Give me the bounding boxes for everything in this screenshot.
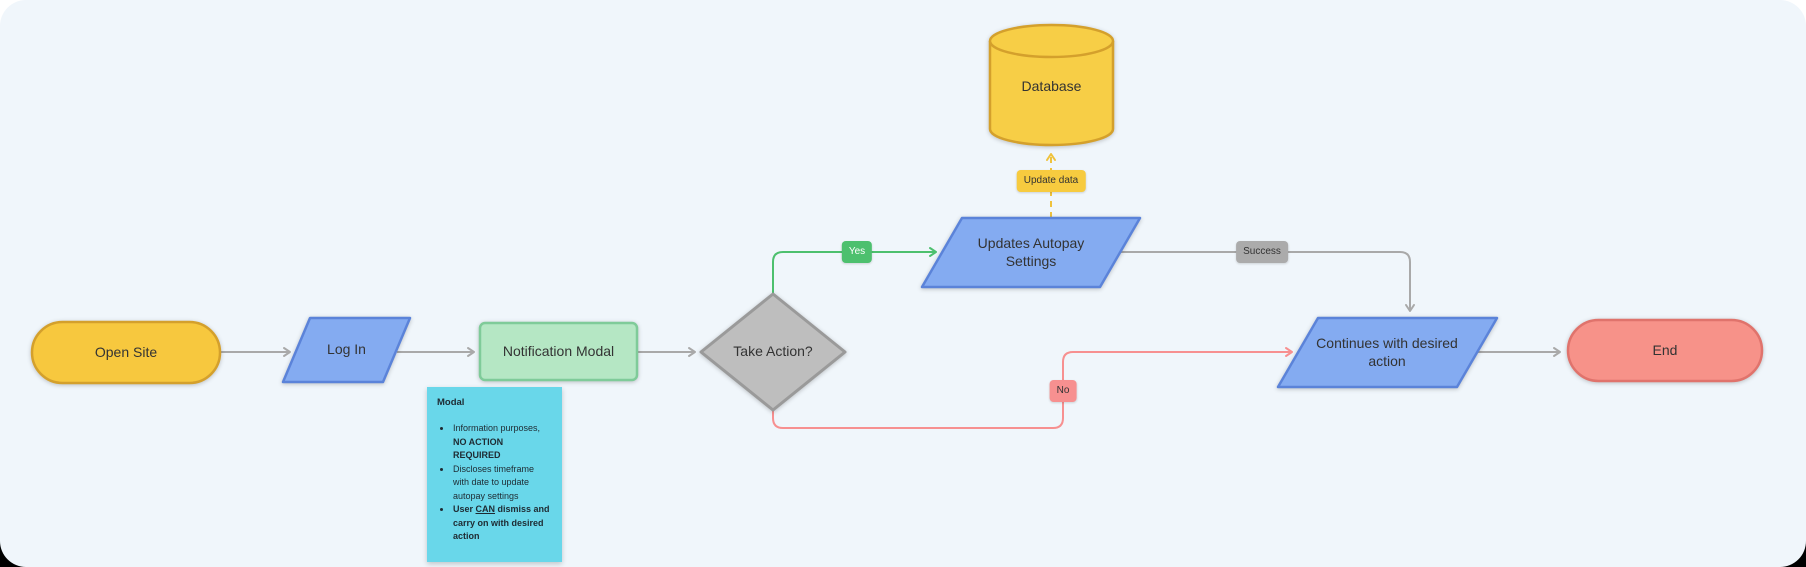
node-end[interactable] bbox=[1566, 318, 1764, 383]
node-updates-autopay[interactable] bbox=[920, 216, 1142, 289]
sticky-note-title: Modal bbox=[437, 397, 465, 408]
node-take-action[interactable] bbox=[699, 292, 847, 412]
node-log-in[interactable] bbox=[281, 316, 412, 384]
note-bullet: Discloses timeframe with date to update … bbox=[452, 463, 552, 504]
edge-success-updates-continues[interactable] bbox=[1121, 251, 1415, 312]
sticky-note-modal[interactable]: Modal Information purposes, NO ACTION RE… bbox=[427, 387, 562, 562]
edge-label-no[interactable]: No bbox=[1049, 380, 1077, 402]
node-notification-modal[interactable] bbox=[478, 321, 639, 382]
edge-label-update-data[interactable]: Update data bbox=[1016, 170, 1086, 192]
note-bullet-list: Information purposes, NO ACTION REQUIRED… bbox=[437, 422, 552, 544]
node-continues[interactable] bbox=[1276, 316, 1499, 389]
edge-label-success[interactable]: Success bbox=[1236, 241, 1288, 263]
edge-yes-takeaction-updates[interactable] bbox=[772, 247, 937, 294]
node-open-site[interactable] bbox=[30, 320, 222, 385]
edge-label-yes[interactable]: Yes bbox=[841, 241, 873, 263]
note-bullet: Information purposes, NO ACTION REQUIRED bbox=[452, 422, 552, 463]
edge-no-takeaction-continues[interactable] bbox=[772, 347, 1293, 429]
node-database-body[interactable] bbox=[988, 41, 1115, 147]
node-database-top[interactable] bbox=[988, 23, 1115, 59]
note-bullet: User CAN dismiss and carry on with desir… bbox=[452, 503, 552, 544]
